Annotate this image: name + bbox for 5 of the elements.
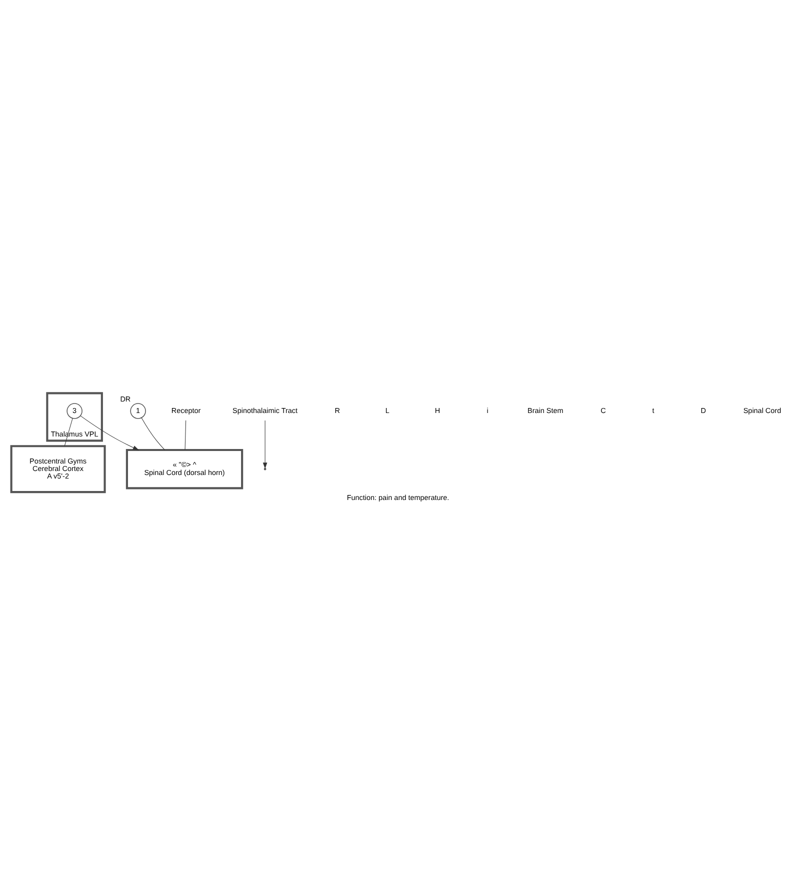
arrow (80, 415, 140, 450)
connector (64, 418, 73, 446)
connector (184, 420, 186, 450)
connector (141, 417, 165, 450)
arrow (262, 420, 268, 468)
